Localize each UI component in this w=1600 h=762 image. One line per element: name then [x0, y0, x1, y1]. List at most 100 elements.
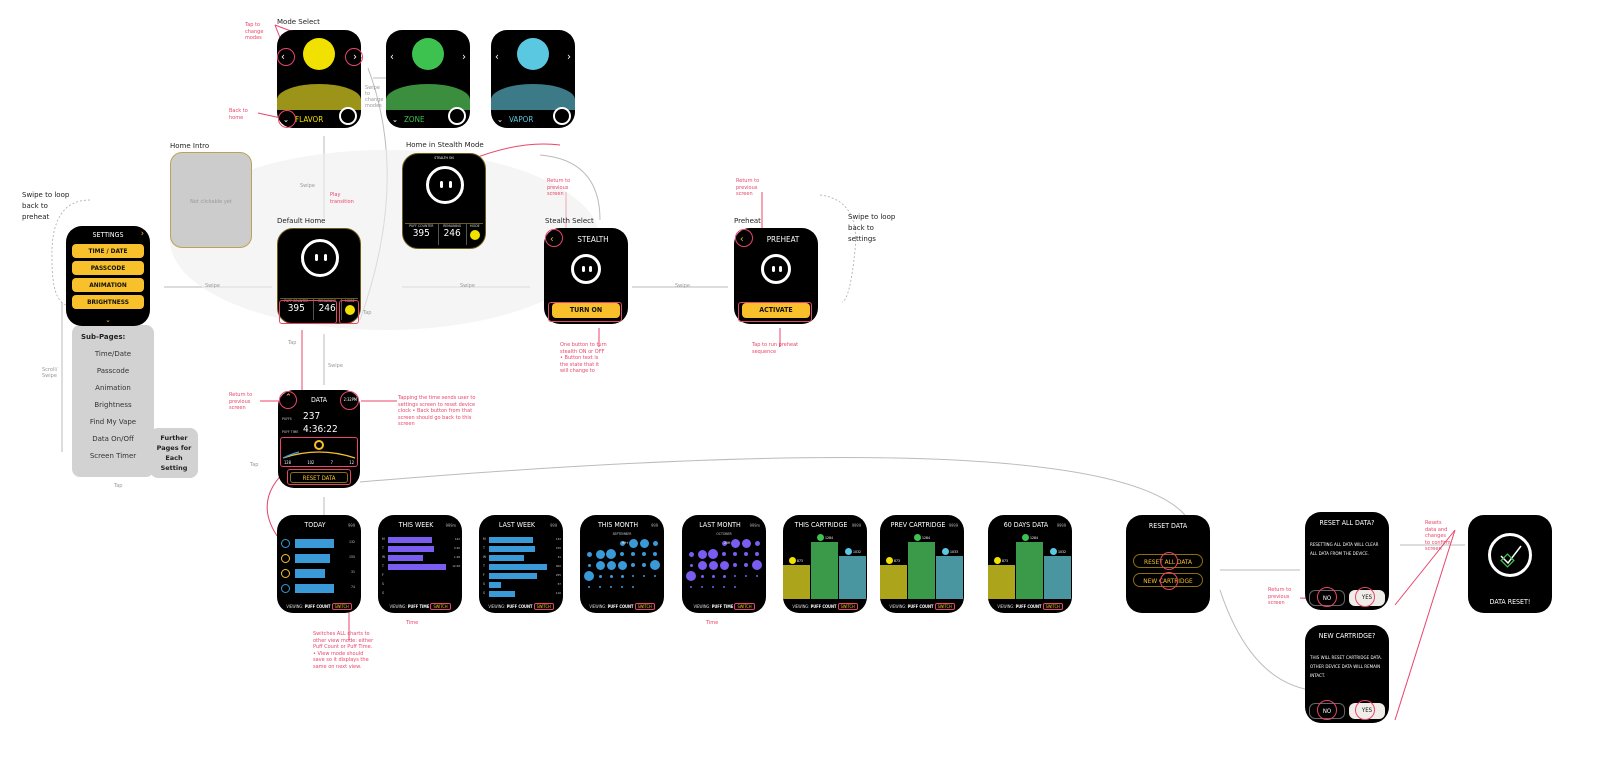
- preheat-label: Preheat: [734, 217, 761, 225]
- back-button-highlight: [735, 229, 753, 247]
- chart-bar: [489, 591, 516, 597]
- subpages-title: Sub-Pages:: [81, 333, 126, 341]
- stealth-home-label: Home in Stealth Mode: [406, 141, 484, 149]
- switch-button[interactable]: SWITCH: [934, 603, 955, 610]
- subpage-item[interactable]: Time/Date: [94, 350, 132, 358]
- chart-bar: [295, 554, 331, 563]
- up-button-highlight: [279, 391, 297, 409]
- reset-data-button[interactable]: RESET DATA: [290, 472, 348, 483]
- home-data-tap-note: Tap: [288, 340, 297, 346]
- bar-value-label: 400: [555, 564, 561, 568]
- subpage-item[interactable]: Data On/Off: [92, 435, 134, 443]
- mode-icon: [886, 556, 893, 564]
- calendar-day-dot: [606, 560, 616, 570]
- mode-icon: [817, 533, 824, 541]
- time-of-day-icon: [281, 554, 290, 563]
- next-mode-button[interactable]: ›: [567, 50, 571, 63]
- subpage-item[interactable]: Screen Timer: [89, 452, 137, 460]
- helmet-icon: [426, 166, 464, 204]
- confirm-return-note: Return to previous screen: [1268, 587, 1292, 606]
- chart-month: SEPTEMBER: [612, 532, 632, 536]
- chart-bar: [388, 555, 423, 561]
- cartridge-value: 873: [797, 558, 804, 563]
- back-home-button[interactable]: ⌄: [497, 115, 504, 124]
- checkmark-icon: [1500, 545, 1522, 568]
- prev-mode-button[interactable]: ‹: [495, 50, 499, 63]
- subpage-item[interactable]: Brightness: [94, 401, 132, 409]
- puff-counter-label: PUFF COUNTER: [284, 299, 309, 303]
- cartridge-bar: [936, 555, 963, 599]
- chart-tag: 999m: [445, 523, 456, 528]
- day-label: S: [483, 582, 485, 586]
- chart-bar: [388, 546, 435, 552]
- further-pages-panel[interactable]: Further Pages for Each Setting: [150, 428, 198, 478]
- switch-button[interactable]: SWITCH: [1042, 603, 1063, 610]
- chart-bar: [295, 539, 334, 548]
- settings-item[interactable]: ANIMATION: [72, 278, 144, 292]
- switch-button[interactable]: SWITCH: [430, 603, 451, 610]
- calendar-day-dot: [744, 563, 748, 567]
- further-pages-label: Further Pages for Each Setting: [156, 434, 192, 472]
- cartridge-bar: [988, 564, 1015, 599]
- bar-value-label: 132: [348, 540, 355, 544]
- chart-tag: 999: [348, 523, 355, 528]
- default-home-screen: PUFF COUNTER 395 REMAINING 246 MODE: [277, 228, 361, 324]
- switch-button[interactable]: SWITCH: [533, 603, 554, 610]
- activate-button[interactable]: ACTIVATE: [742, 303, 810, 318]
- calendar-day-dot: [598, 574, 602, 578]
- prev-mode-button[interactable]: ‹: [390, 50, 394, 63]
- remaining-cell[interactable]: REMAINING 246: [314, 299, 342, 320]
- settings-item[interactable]: PASSCODE: [72, 261, 144, 275]
- calendar-day-dot: [754, 540, 760, 546]
- home-intro-screen: Not clickable yet: [170, 152, 252, 248]
- calendar-day-dot: [711, 574, 715, 578]
- prev-mode-highlight: [277, 48, 295, 66]
- view-mode: PUFF COUNT: [607, 604, 634, 609]
- viewing-label: VIEWING:: [693, 604, 711, 609]
- switch-button[interactable]: SWITCH: [734, 603, 755, 610]
- cartridge-bar: [1016, 541, 1043, 599]
- bar-value-label: 155: [555, 546, 561, 550]
- preheat-return-note: Return to previous screen: [736, 178, 760, 197]
- settings-item[interactable]: BRIGHTNESS: [72, 295, 144, 309]
- subpage-item[interactable]: Passcode: [96, 367, 130, 375]
- scroll-down-icon[interactable]: ⌄: [105, 316, 111, 324]
- highlight-value: 25H: [724, 541, 731, 545]
- mode-icon: [789, 556, 796, 564]
- bar-value-label: 57: [557, 582, 561, 586]
- data-title: DATA: [310, 396, 328, 404]
- chart-footer: VIEWING: PUFF TIME SWITCH: [682, 603, 766, 610]
- calendar-day-dot: [595, 560, 605, 570]
- switch-button[interactable]: SWITCH: [331, 603, 352, 610]
- data-reset-screen: DATA RESET!: [1468, 515, 1552, 613]
- home-swipe-note: Swipe: [300, 183, 315, 189]
- viewing-label: VIEWING:: [589, 604, 607, 609]
- chart-bar: [489, 564, 547, 570]
- calendar-day-dot: [587, 563, 591, 567]
- chart-bar: [388, 564, 446, 570]
- chart-tag: 999: [651, 523, 658, 528]
- settings-item[interactable]: TIME / DATE: [72, 244, 144, 258]
- calendar-day-dot: [752, 560, 762, 570]
- puff-counter-value: 395: [412, 228, 430, 239]
- calendar-day-dot: [721, 540, 727, 546]
- bar-value-label: 132: [555, 537, 561, 541]
- turn-on-button[interactable]: TURN ON: [552, 303, 620, 318]
- calendar-day-dot: [734, 575, 736, 577]
- next-mode-button[interactable]: ›: [462, 50, 466, 63]
- subpage-item[interactable]: Animation: [95, 384, 131, 392]
- settings-next-icon[interactable]: ›: [140, 229, 144, 239]
- chart-tag: 9999: [948, 523, 958, 528]
- back-home-button[interactable]: ⌄: [392, 115, 399, 124]
- switch-button[interactable]: SWITCH: [837, 603, 858, 610]
- subpage-item[interactable]: Find My Vape: [89, 418, 137, 426]
- puff-counter-cell[interactable]: PUFF COUNTER 395: [280, 299, 314, 320]
- reset-all-body: RESETTING ALL DATA WILL CLEAR ALL DATA F…: [1310, 543, 1379, 557]
- switch-button[interactable]: SWITCH: [634, 603, 655, 610]
- chart-tag: 9999: [1056, 523, 1066, 528]
- mode-cell[interactable]: MODE: [342, 299, 358, 320]
- view-mode: PUFF COUNT: [304, 604, 331, 609]
- calendar-day-dot: [756, 575, 758, 577]
- cartridge-bar: [880, 564, 907, 599]
- new-cartridge-highlight: [1160, 572, 1178, 590]
